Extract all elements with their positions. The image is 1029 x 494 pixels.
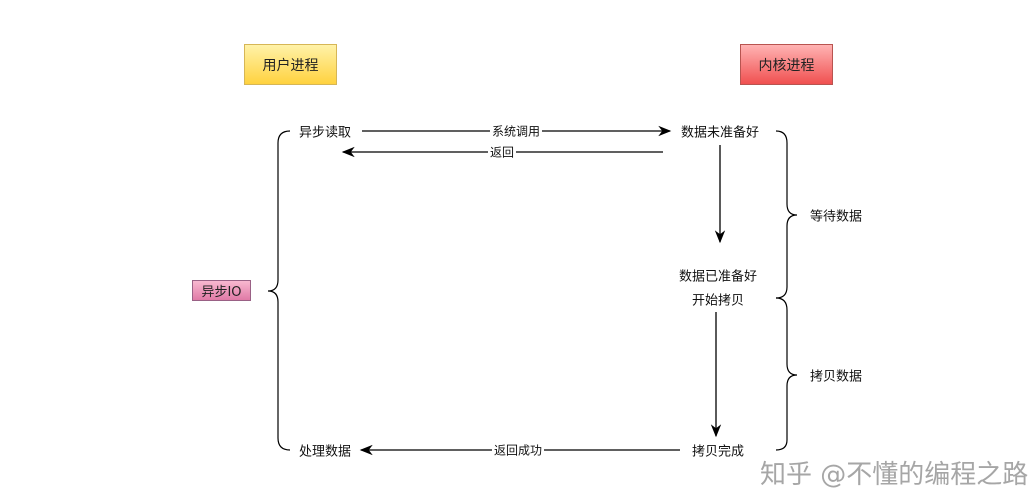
process-data-step: 处理数据	[296, 440, 354, 460]
copy-data-phase: 拷贝数据	[807, 365, 865, 385]
user-process-header: 用户进程	[244, 44, 337, 85]
data-ready-step: 数据已准备好	[676, 265, 760, 285]
start-copy-step: 开始拷贝	[689, 289, 747, 309]
left-brace	[267, 130, 291, 451]
return-label: 返回	[487, 143, 517, 161]
return-success-label: 返回成功	[491, 441, 545, 459]
copy-done-step: 拷贝完成	[689, 440, 747, 460]
right-brace-copy	[775, 297, 798, 451]
async-read-step: 异步读取	[296, 121, 354, 141]
wait-data-phase: 等待数据	[807, 205, 865, 225]
async-io-label: 异步IO	[192, 280, 251, 301]
right-brace-wait	[775, 130, 798, 299]
watermark: 知乎 @不懂的编程之路	[760, 460, 1029, 490]
data-not-ready-step: 数据未准备好	[678, 121, 762, 141]
kernel-process-header: 内核进程	[740, 44, 833, 85]
syscall-label: 系统调用	[489, 122, 543, 140]
